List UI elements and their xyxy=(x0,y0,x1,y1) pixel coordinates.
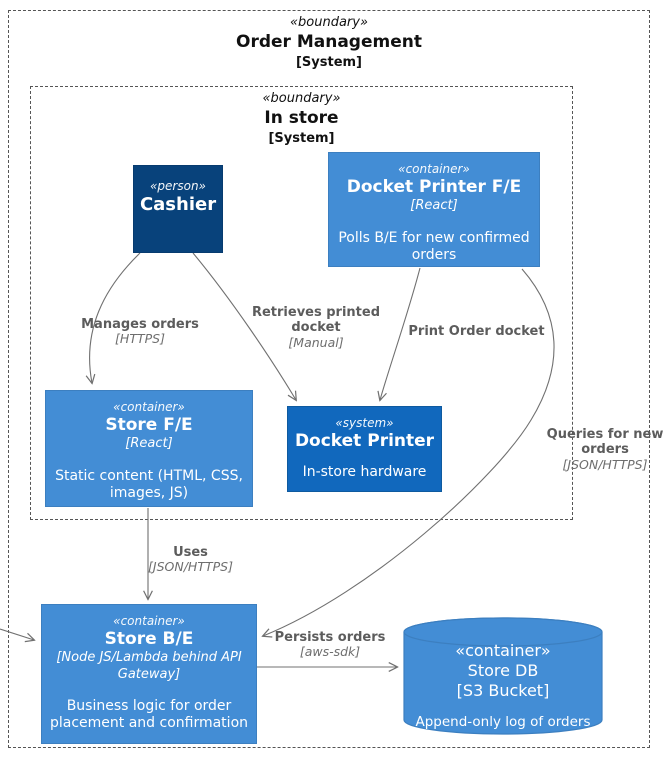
inner-boundary-label: «boundary» In store [System] xyxy=(31,90,572,147)
node-cashier: «person» Cashier xyxy=(133,165,223,253)
node-cashier-name: Cashier xyxy=(139,194,217,215)
edge-label-uses-tech: [JSON/HTTPS] xyxy=(148,559,233,575)
node-store-db-name: Store DB xyxy=(467,661,539,680)
inner-boundary: «boundary» In store [System] xyxy=(30,86,573,520)
arrow-print-docket xyxy=(380,267,421,400)
node-docket-printer: «system» Docket Printer In-store hardwar… xyxy=(287,406,442,492)
edge-label-manages-orders: Manages orders [HTTPS] xyxy=(80,317,200,347)
database-cylinder-shape xyxy=(403,617,603,735)
outer-boundary-name: Order Management xyxy=(236,32,422,53)
node-store-fe-desc: Static content (HTML, CSS, images, JS) xyxy=(55,467,243,502)
outer-boundary-stereotype: «boundary» xyxy=(290,15,368,30)
edge-label-persists-orders-text: Persists orders xyxy=(274,630,386,645)
edge-label-print-docket-text: Print Order docket xyxy=(408,324,545,339)
node-store-be-stereotype: «container» xyxy=(113,614,185,628)
edge-label-queries-orders: Queries for new orders [JSON/HTTPS] xyxy=(544,427,666,472)
node-docket-printer-fe-stereotype: «container» xyxy=(398,162,470,176)
arrow-retrieves-docket xyxy=(192,252,296,400)
node-store-db-desc: Append-only log of orders xyxy=(415,714,591,730)
outer-boundary-type: [System] xyxy=(295,54,363,70)
edge-label-manages-orders-tech: [HTTPS] xyxy=(115,331,165,347)
node-store-db-label: «container» Store DB [S3 Bucket] Append-… xyxy=(403,641,603,731)
node-docket-printer-fe-name: Docket Printer F/E xyxy=(346,177,522,197)
node-store-db: «container» Store DB [S3 Bucket] Append-… xyxy=(403,617,603,735)
outer-boundary: «boundary» Order Management [System] xyxy=(8,10,650,748)
node-store-fe-tech: [React] xyxy=(125,436,173,452)
node-docket-printer-stereotype: «system» xyxy=(335,416,394,430)
node-store-fe: «container» Store F/E [React] Static con… xyxy=(45,390,253,507)
node-docket-printer-desc: In-store hardware xyxy=(302,464,427,481)
edge-label-queries-orders-tech: [JSON/HTTPS] xyxy=(562,456,648,472)
node-docket-printer-fe-tech: [React] xyxy=(410,198,458,214)
node-store-db-stereotype: «container» xyxy=(455,641,551,660)
outer-boundary-label: «boundary» Order Management [System] xyxy=(9,14,649,71)
arrow-queries-orders xyxy=(263,268,555,636)
node-store-be-tech: [Node JS/Lambda behind API Gateway] xyxy=(56,650,242,682)
node-store-be: «container» Store B/E [Node JS/Lambda be… xyxy=(41,604,257,744)
node-store-be-name: Store B/E xyxy=(104,629,194,649)
inner-boundary-stereotype: «boundary» xyxy=(262,91,341,106)
edge-label-queries-orders-text: Queries for new orders xyxy=(546,427,664,458)
arrow-manages-orders xyxy=(90,252,141,383)
edge-label-retrieves-docket: Retrieves printed docket [Manual] xyxy=(250,305,382,350)
edge-label-print-docket: Print Order docket xyxy=(404,324,549,339)
inner-boundary-name: In store xyxy=(264,108,339,129)
node-store-db-tech: [S3 Bucket] xyxy=(456,681,550,700)
edge-label-persists-orders: Persists orders [aws-sdk] xyxy=(270,630,390,660)
edge-label-retrieves-docket-tech: [Manual] xyxy=(288,334,344,350)
node-store-be-desc: Business logic for order placement and c… xyxy=(49,697,249,732)
node-cashier-stereotype: «person» xyxy=(150,179,206,193)
node-store-fe-stereotype: «container» xyxy=(113,400,185,414)
edge-label-persists-orders-tech: [aws-sdk] xyxy=(299,644,361,660)
node-docket-printer-fe-desc: Polls B/E for new confirmed orders xyxy=(338,229,530,264)
inner-boundary-type: [System] xyxy=(268,130,335,146)
edge-label-retrieves-docket-text: Retrieves printed docket xyxy=(251,305,381,336)
node-docket-printer-name: Docket Printer xyxy=(294,431,435,451)
edge-label-manages-orders-text: Manages orders xyxy=(81,317,199,332)
node-docket-printer-fe: «container» Docket Printer F/E [React] P… xyxy=(328,152,540,267)
edge-label-uses: Uses [JSON/HTTPS] xyxy=(148,545,233,575)
node-store-fe-name: Store F/E xyxy=(105,415,193,435)
arrow-external-in xyxy=(0,628,34,640)
edge-label-uses-text: Uses xyxy=(173,545,208,560)
